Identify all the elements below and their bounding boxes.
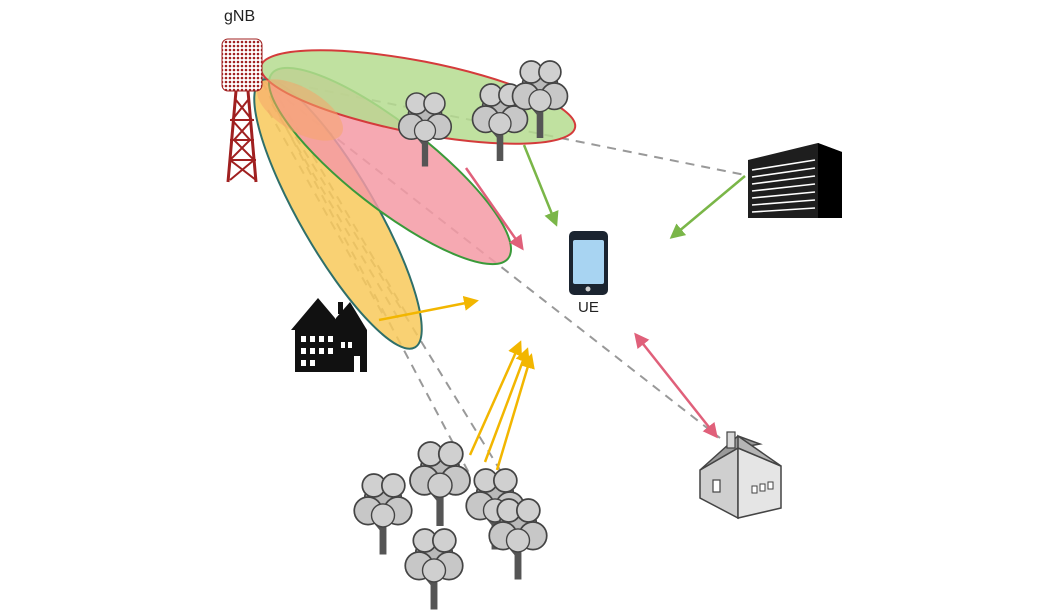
trees-icon	[352, 440, 549, 612]
house-icon	[291, 298, 367, 372]
arrows-red	[464, 167, 718, 439]
phone-icon	[569, 231, 608, 295]
arrows-yellow	[378, 295, 535, 471]
ue-label: UE	[578, 299, 599, 316]
gnb-label: gNB	[224, 8, 256, 25]
house-icon	[699, 431, 782, 520]
beam-overlap	[257, 79, 343, 141]
gnb-tower-icon	[221, 38, 263, 183]
arrows-green	[522, 144, 746, 239]
building-icon	[748, 143, 842, 218]
